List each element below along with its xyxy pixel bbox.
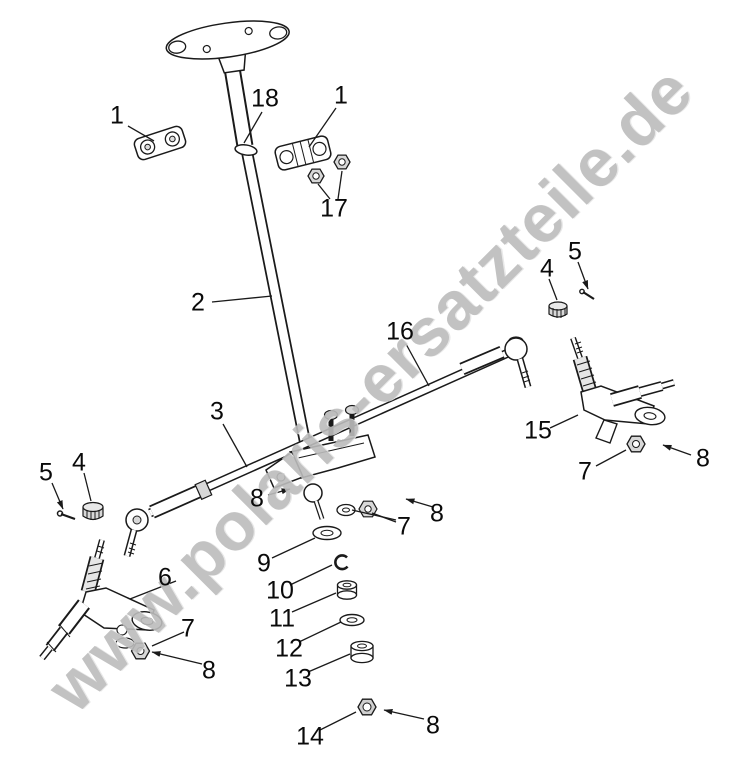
callout-part6: 6 [158,563,172,592]
callout-part7-left: 7 [181,614,195,643]
steering-stem-bracket [265,404,378,520]
callout-part17: 17 [320,194,348,223]
washer-12 [339,613,365,627]
callout-part15: 15 [524,416,552,445]
nut-14 [357,698,377,716]
spindle-left [39,539,163,661]
callout-part1-left: 1 [110,101,124,130]
callout-part13: 13 [284,664,312,693]
callout-part4-left: 4 [72,448,86,477]
callout-part12: 12 [275,634,303,663]
cotter-pin-left [56,510,76,521]
clamp-nuts [307,154,351,184]
callout-part8-right: 8 [696,444,710,473]
callout-part8-left: 8 [202,656,216,685]
tie-rod-end-left [123,508,149,557]
callout-part16: 16 [386,317,414,346]
callout-part8-center-right: 8 [430,499,444,528]
bushing-11 [336,580,358,600]
cotter-pin-right [579,288,595,300]
callout-part2: 2 [191,288,205,317]
bushing-13 [350,640,374,664]
washer-9 [312,525,342,541]
snap-ring-10 [334,554,349,571]
callout-part18: 18 [251,84,279,113]
callout-leaders [51,107,692,731]
callout-part10: 10 [266,576,294,605]
castle-nut-right [548,301,568,318]
callout-part5-left: 5 [39,458,53,487]
steering-column [222,60,312,449]
callout-part14: 14 [296,722,324,751]
tie-rod-end-right [504,336,532,388]
callout-part3: 3 [210,397,224,426]
handlebar-mount-plate [165,20,290,74]
callout-part8-bottom: 8 [426,711,440,740]
callout-part11: 11 [269,604,295,633]
callout-part8-center-left: 8 [250,484,264,513]
callout-part4-right: 4 [540,254,554,283]
spindle-right [570,337,675,453]
callout-part7-center: 7 [397,512,411,541]
callout-part5-right: 5 [568,237,582,266]
handlebar-clamp-right [274,135,332,171]
castle-nut-left [82,501,104,521]
callout-part7-right: 7 [578,457,592,486]
callout-part1-right: 1 [334,81,348,110]
callout-part9: 9 [257,549,271,578]
handlebar-clamp-left [133,125,187,161]
